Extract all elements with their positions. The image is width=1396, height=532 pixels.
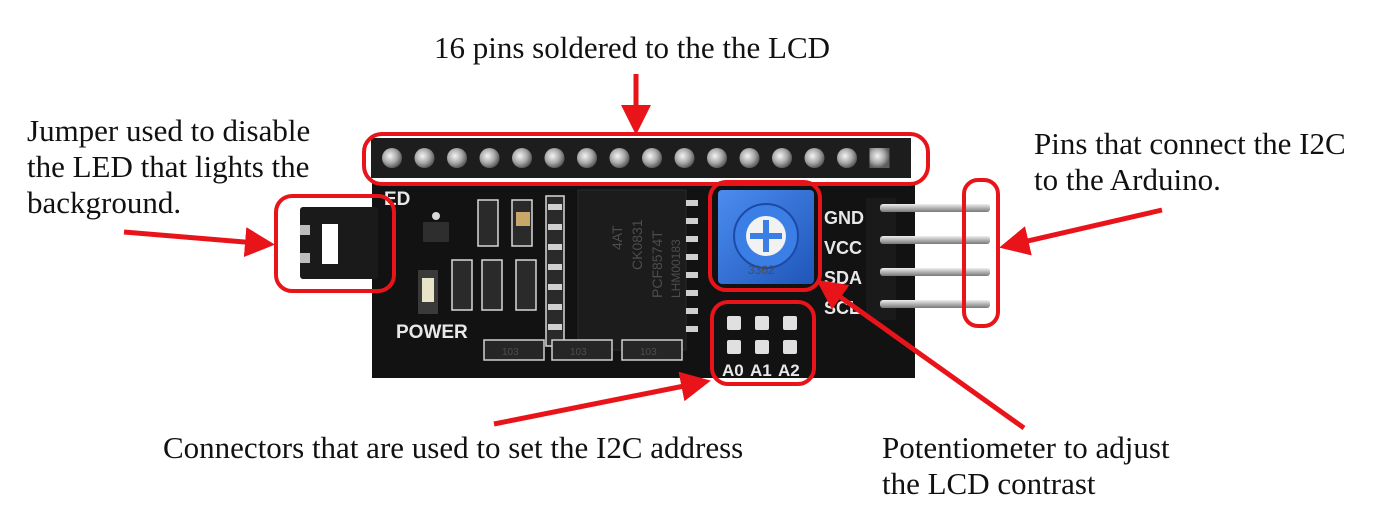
lcd-pin	[447, 148, 467, 168]
smd-pad	[548, 204, 562, 210]
lcd-pin	[837, 148, 857, 168]
label-line: Potentiometer to adjust	[882, 430, 1170, 465]
label-line: the LED that lights the	[27, 149, 310, 184]
address-names: A0 A1 A2	[722, 361, 800, 380]
chip-mark: PCF8574T	[649, 230, 665, 298]
i2c-pin-name: VCC	[824, 238, 862, 258]
chip-leg	[686, 290, 698, 296]
chip-leg	[686, 236, 698, 242]
bottom-resistors: 103 103 103	[483, 339, 683, 361]
lcd-pin	[707, 148, 727, 168]
arrow-potentiometer	[816, 279, 1026, 431]
lcd-pin	[512, 148, 532, 168]
smd-part	[515, 259, 537, 311]
lcd-pin	[804, 148, 825, 168]
smd-pad	[548, 324, 562, 330]
highlight-potentiometer	[708, 180, 822, 292]
power-silk-label: POWER	[396, 322, 468, 343]
power-led	[418, 270, 438, 314]
male-pin	[880, 204, 990, 212]
transistor	[423, 212, 449, 242]
smd-pad	[548, 224, 562, 230]
smd-part	[477, 199, 499, 247]
lcd-pin	[772, 148, 792, 168]
lcd-pin	[869, 148, 890, 168]
smd-pad	[548, 264, 562, 270]
label-line: 16 pins soldered to the the LCD	[434, 30, 831, 65]
smd-pad	[548, 284, 562, 290]
resistor	[551, 339, 613, 361]
label-line: Connectors that are used to set the I2C …	[163, 430, 744, 465]
male-pin	[880, 236, 990, 244]
address-pad	[755, 316, 769, 330]
chip-leg	[686, 218, 698, 224]
address-name: A0	[722, 361, 744, 380]
smd-pad	[548, 304, 562, 310]
chip-mark: LHM00183	[669, 239, 683, 298]
male-pin	[880, 300, 990, 308]
resistor-code: 103	[640, 347, 657, 358]
chip-leg	[686, 308, 698, 314]
label-line: the LCD contrast	[882, 466, 1096, 501]
smd-pad	[548, 244, 562, 250]
io-expander-chip: 4AT CK0831 PCF8574T LHM00183	[577, 189, 698, 351]
lcd-pin	[414, 148, 435, 168]
label-line: to the Arduino.	[1034, 162, 1221, 197]
label-line: background.	[27, 185, 182, 220]
smd-part	[481, 259, 503, 311]
i2c-pin-name: GND	[824, 208, 864, 228]
label-potentiometer: Potentiometer to adjust the LCD contrast	[882, 430, 1170, 502]
chip-leg	[686, 200, 698, 206]
i2c-header	[866, 198, 990, 320]
lcd-pin	[739, 148, 760, 168]
address-name: A2	[778, 361, 800, 380]
resistor-code: 103	[502, 347, 519, 358]
address-pad	[755, 340, 769, 354]
i2c-pin-name: SDA	[824, 268, 862, 288]
resistor	[621, 339, 683, 361]
chip-leg	[686, 254, 698, 260]
arrow-address	[493, 371, 711, 427]
chip-mark: CK0831	[629, 219, 645, 270]
lcd-pin	[479, 148, 500, 168]
label-i2c-pins: Pins that connect the I2C to the Arduino…	[1034, 126, 1346, 198]
address-pads	[727, 316, 797, 354]
address-pad	[783, 316, 797, 330]
smd-components	[451, 195, 565, 347]
highlight-i2c-pins	[962, 178, 1000, 328]
lcd-pin-row	[382, 148, 890, 168]
lcd-pin	[544, 148, 565, 168]
capacitor	[516, 212, 530, 226]
pot-code: 3362	[748, 263, 775, 277]
resistor-code: 103	[570, 347, 587, 358]
address-pad	[727, 340, 741, 354]
label-lcd-pins: 16 pins soldered to the the LCD	[434, 30, 830, 66]
highlight-address	[710, 300, 816, 386]
backlight-jumper	[300, 207, 378, 279]
address-pad	[783, 340, 797, 354]
male-pin	[880, 268, 990, 276]
chip-mark: 4AT	[609, 225, 625, 250]
label-line: Pins that connect the I2C	[1034, 126, 1346, 161]
chip-leg	[686, 272, 698, 278]
potentiometer: 3362	[718, 190, 814, 284]
smd-part	[545, 195, 565, 347]
label-jumper: Jumper used to disable the LED that ligh…	[27, 113, 310, 221]
lcd-pin	[577, 148, 597, 168]
chip-leg	[686, 326, 698, 332]
highlight-jumper	[274, 194, 396, 293]
resistor	[483, 339, 545, 361]
smd-part	[451, 259, 473, 311]
lcd-pin	[609, 148, 630, 168]
lcd-pin	[642, 148, 662, 168]
label-address-connectors: Connectors that are used to set the I2C …	[163, 430, 743, 466]
address-name: A1	[750, 361, 772, 380]
arrow-jumper	[123, 227, 275, 258]
lcd-pin	[382, 148, 402, 168]
address-pad	[727, 316, 741, 330]
label-line: Jumper used to disable	[27, 113, 311, 148]
arrow-i2c-pins	[999, 207, 1163, 256]
lcd-pin	[674, 148, 695, 168]
